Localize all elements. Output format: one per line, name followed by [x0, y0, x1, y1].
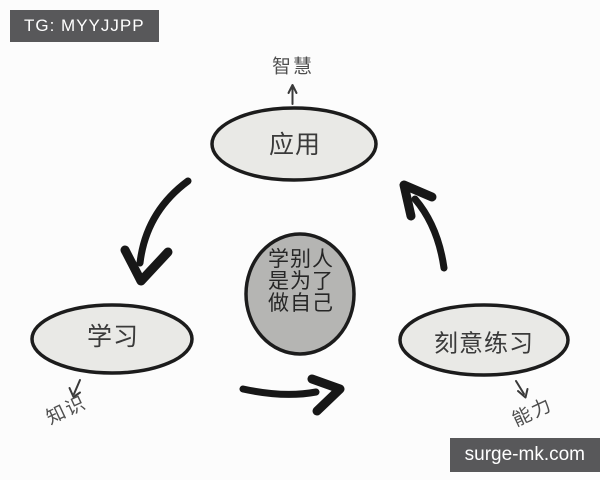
node-label-apply: 应用: [268, 131, 322, 159]
arrowhead-down-left-icon: [120, 245, 173, 286]
center-text-line-2: 是为了: [268, 270, 334, 293]
node-ellipse-learn: [30, 303, 194, 375]
small-arrow-to-ability: [515, 380, 529, 399]
website-watermark-badge: surge-mk.com: [449, 438, 600, 472]
cycle-arrow-learn-to-practice: [239, 374, 345, 416]
arrowhead-up-left-icon: [399, 180, 437, 221]
center-text-line-3: 做自己: [268, 292, 334, 315]
arrowhead-up-icon: [287, 84, 298, 94]
outer-label-wisdom: 智慧: [271, 56, 315, 78]
telegram-watermark-badge: TG: MYYJJPP: [10, 10, 159, 42]
node-label-practice: 刻意练习: [434, 330, 534, 358]
small-arrow-to-knowledge: [68, 379, 81, 398]
cycle-arrow-practice-to-apply: [399, 180, 448, 272]
arrowhead-down-icon: [68, 387, 81, 398]
node-label-learn: 学习: [86, 323, 140, 351]
arrowhead-down-right-icon: [517, 388, 529, 399]
node-ellipse-practice: [398, 303, 570, 377]
center-circle-text: 学别人 是为了 做自己: [268, 249, 334, 315]
small-arrow-to-wisdom: [287, 84, 298, 105]
center-text-line-1: 学别人: [268, 248, 334, 271]
cycle-arrow-apply-to-learn: [120, 177, 192, 286]
center-circle: [244, 232, 356, 356]
arrowhead-right-icon: [307, 374, 345, 416]
node-ellipse-apply: [210, 106, 378, 182]
